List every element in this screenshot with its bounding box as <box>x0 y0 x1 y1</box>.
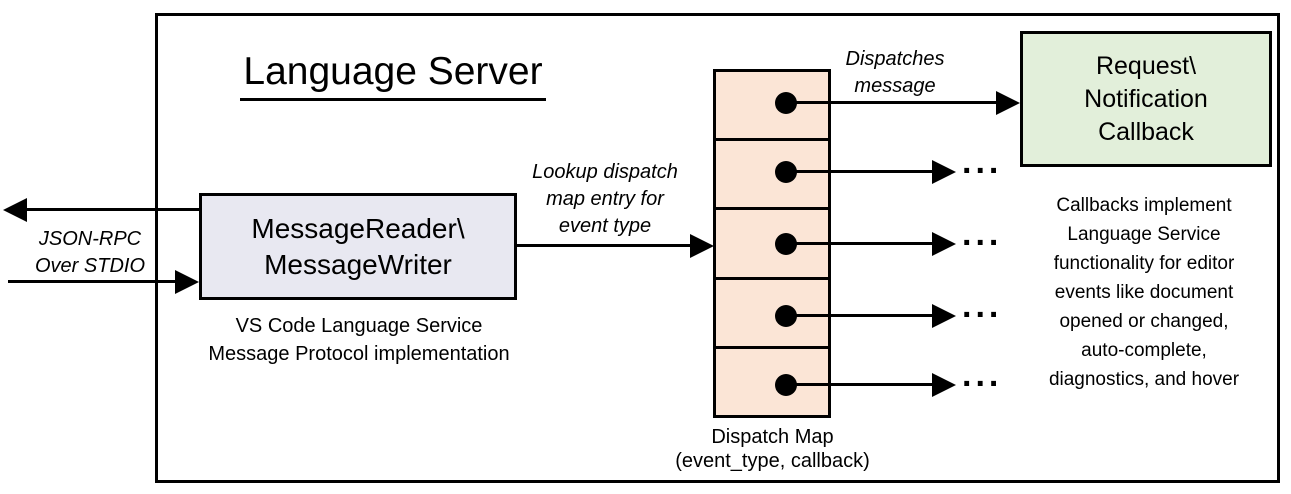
callback-box-line: Callback <box>1098 117 1194 146</box>
message-box-line: MessageWriter <box>264 248 452 280</box>
arrowhead-right-icon <box>175 270 199 294</box>
arrow-stdio-in-line <box>8 280 176 283</box>
diagram-title-text: Language Server <box>240 50 546 101</box>
arrow-dispatch-row-4-line <box>786 314 934 317</box>
lookup-annotation-line: Lookup dispatch <box>532 161 678 183</box>
arrowhead-right-icon <box>996 91 1020 115</box>
dispatch-cell <box>716 72 828 142</box>
stdio-label: JSON-RPC Over STDIO <box>15 226 165 280</box>
lookup-annotation-line: event type <box>558 215 652 237</box>
dispatches-annotation: Dispatches message <box>825 46 965 100</box>
dispatch-cell <box>716 280 828 349</box>
callbacks-note-line: auto-complete, <box>1081 340 1207 361</box>
stdio-label-line: JSON-RPC <box>38 228 142 250</box>
message-box-caption-line: Message Protocol implementation <box>208 343 510 365</box>
arrow-stdio-out-line <box>25 208 200 211</box>
callback-box-line: Request\ <box>1095 51 1197 80</box>
arrow-dispatch-row-1-line <box>786 101 998 104</box>
callback-box: Request\ Notification Callback <box>1020 31 1272 167</box>
callbacks-note-line: events like document <box>1054 282 1234 303</box>
arrowhead-right-icon <box>932 232 956 256</box>
callbacks-note-line: opened or changed, <box>1059 311 1229 332</box>
dispatch-cell <box>716 141 828 211</box>
arrow-dispatch-row-3-line <box>786 242 934 245</box>
ellipsis-callbacks: ... <box>962 287 1003 325</box>
callbacks-note-line: Language Service <box>1067 224 1221 245</box>
callbacks-note-line: functionality for editor <box>1053 253 1235 274</box>
arrow-dispatch-row-5-line <box>786 383 934 386</box>
dispatches-annotation-line: message <box>854 75 936 97</box>
dispatch-cell <box>716 349 828 415</box>
ellipsis-callbacks: ... <box>962 143 1003 181</box>
arrow-dispatch-row-2-line <box>786 170 934 173</box>
message-box-line: MessageReader\ <box>251 212 465 244</box>
message-readerwriter-box: MessageReader\ MessageWriter <box>199 193 517 300</box>
callbacks-note-line: Callbacks implement <box>1056 195 1232 216</box>
message-box-caption: VS Code Language Service Message Protoco… <box>165 312 553 368</box>
arrowhead-right-icon <box>932 373 956 397</box>
diagram-title: Language Server <box>233 50 553 101</box>
lookup-annotation: Lookup dispatch map entry for event type <box>510 159 700 240</box>
dispatch-map-label-line: (event_type, callback) <box>675 450 870 472</box>
dispatch-map-label-line: Dispatch Map <box>711 426 834 448</box>
arrow-lookup-line <box>517 244 692 247</box>
arrowhead-right-icon <box>690 234 714 258</box>
dispatch-cell <box>716 210 828 280</box>
callback-box-line: Notification <box>1084 84 1208 113</box>
lookup-annotation-line: map entry for <box>546 188 664 210</box>
message-box-caption-line: VS Code Language Service <box>235 315 483 337</box>
callbacks-note-line: diagnostics, and hover <box>1048 369 1240 390</box>
callbacks-note: Callbacks implement Language Service fun… <box>1002 191 1286 394</box>
stdio-label-line: Over STDIO <box>34 255 145 277</box>
arrowhead-right-icon <box>932 304 956 328</box>
arrowhead-left-icon <box>3 198 27 222</box>
arrowhead-right-icon <box>932 160 956 184</box>
dispatch-map-label: Dispatch Map (event_type, callback) <box>640 425 905 473</box>
ellipsis-callbacks: ... <box>962 356 1003 394</box>
dispatches-annotation-line: Dispatches <box>845 48 945 70</box>
ellipsis-callbacks: ... <box>962 215 1003 253</box>
